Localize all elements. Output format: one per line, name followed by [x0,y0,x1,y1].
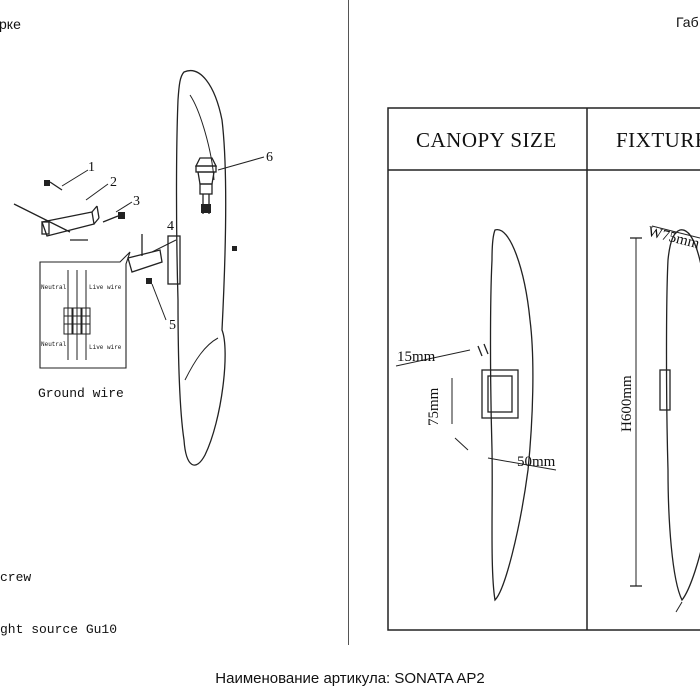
page-divider [348,0,349,645]
parts-list-screw: crew [0,570,32,585]
canopy-plate [167,235,181,285]
light-source-gu10 [194,157,218,214]
part-number-1: 1 [88,160,95,175]
ground-wire-label: Ground wire [38,386,124,401]
wire-label-live-top: Live wire [89,284,122,291]
canopy-depth-dimension: 15mm [397,349,436,365]
canopy-inner [487,375,513,413]
fixture-title: FIXTURE [616,128,700,152]
fixture-body-outline [175,70,227,466]
fixture-front-profile [665,229,700,602]
wire-terminals [63,270,91,360]
wire-label-neutral-top: Neutral [41,284,67,291]
wiring-callout [39,251,131,369]
wire-label-neutral-bottom: Neutral [41,341,67,348]
screws [13,180,125,241]
part-number-5: 5 [169,318,176,333]
canopy-outer [481,369,519,419]
canopy-size-title: CANOPY SIZE [416,128,557,152]
wire-label-live-bottom: Live wire [89,344,122,351]
parts-list-light-source: ght source Gu10 [0,622,118,637]
canopy-width-dimension: 50mm [517,454,556,470]
mounting-bracket [41,205,100,237]
dimension-frame [387,107,700,631]
part-number-6: 6 [266,150,273,165]
terminal-connector [127,234,177,284]
fixture-height-dimension: H600mm [619,375,635,432]
header-left-text: рке [0,16,21,32]
canopy-fixture-profile [489,229,534,602]
header-right-text: Габ [676,14,699,30]
article-name: Наименование артикула: SONATA AP2 [215,670,485,687]
part-number-3: 3 [133,194,140,209]
fixture-lower-curve [184,337,219,381]
part-number-2: 2 [110,175,117,190]
canopy-height-dimension: 75mm [426,387,442,426]
fixture-inner-curve [189,94,215,181]
part-number-4: 4 [167,219,174,234]
